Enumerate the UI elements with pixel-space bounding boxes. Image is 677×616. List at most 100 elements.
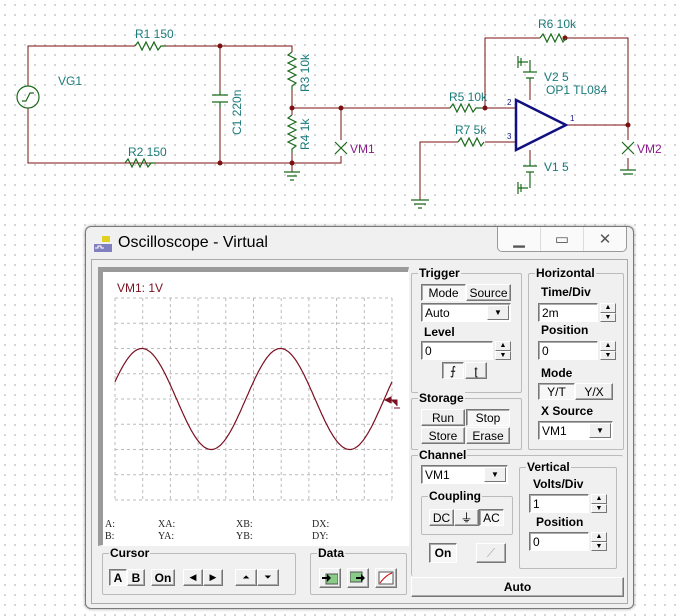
label-vg1: VG1 xyxy=(58,74,82,88)
readout-a: A: xyxy=(105,519,115,530)
coupling-dc-button[interactable]: DC xyxy=(429,509,454,526)
cursor-group: Cursor A B On ◀ ▶ ⏶ ⏷ xyxy=(102,546,296,595)
minimize-button[interactable]: ▁ xyxy=(498,227,541,251)
maximize-button[interactable]: ▭ xyxy=(541,227,584,251)
h-position-spinner[interactable]: ▲▼ xyxy=(600,341,616,360)
capacitor-c1 xyxy=(212,90,228,108)
resistor-r2 xyxy=(124,157,156,169)
h-position-label: Position xyxy=(541,323,589,337)
readout-xa: XA: xyxy=(158,519,176,530)
chevron-down-icon[interactable]: ▼ xyxy=(487,305,509,320)
voltmeters xyxy=(334,141,635,155)
label-c1: C1 220n xyxy=(230,90,244,135)
label-op1: OP1 TL084 xyxy=(546,83,607,97)
x-source-select[interactable]: VM1 ▼ xyxy=(538,421,613,440)
label-vm1: VM1 xyxy=(350,142,375,156)
trigger-level-spinner[interactable]: ▲▼ xyxy=(495,341,511,360)
cursor-left-button[interactable]: ◀ xyxy=(183,569,203,586)
channel-select[interactable]: VM1 ▼ xyxy=(421,465,508,484)
circuit-schematic: VG1 R1 150 R2 150 C1 220n R3 10k R4 1k R… xyxy=(16,17,662,209)
time-div-input[interactable]: 2m xyxy=(538,303,598,322)
export-data-button[interactable] xyxy=(347,568,369,588)
window-title: Oscilloscope - Virtual xyxy=(118,234,268,251)
rising-edge-button[interactable]: ⨍ xyxy=(442,362,464,379)
time-div-label: Time/Div xyxy=(541,285,591,299)
vertical-group: Vertical Volts/Div 1 ▲▼ Position 0 ▲▼ xyxy=(519,460,617,569)
opamp-op1 xyxy=(514,97,569,153)
import-icon xyxy=(322,573,338,585)
falling-edge-button[interactable]: ʈ xyxy=(465,362,487,379)
cursor-right-button[interactable]: ▶ xyxy=(203,569,223,586)
v-position-spinner[interactable]: ▲▼ xyxy=(591,532,607,551)
cursor-b-button[interactable]: B xyxy=(127,569,145,586)
cursor-down-button[interactable]: ⏷ xyxy=(257,569,279,586)
resistor-r4 xyxy=(286,114,298,153)
label-r3: R3 10k xyxy=(298,53,312,92)
store-button[interactable]: Store xyxy=(421,427,465,444)
cursor-up-button[interactable]: ⏶ xyxy=(235,569,257,586)
data-group: Data xyxy=(310,546,407,595)
horizontal-title: Horizontal xyxy=(535,266,596,280)
erase-button[interactable]: Erase xyxy=(466,427,510,444)
ground-marker-icon[interactable] xyxy=(383,396,400,409)
coupling-ac-button[interactable]: AC xyxy=(479,509,504,526)
coupling-title: Coupling xyxy=(428,489,482,503)
yx-mode-button[interactable]: Y/X xyxy=(575,383,613,400)
h-mode-label: Mode xyxy=(541,366,573,380)
readout-b: B: xyxy=(105,531,115,542)
time-div-spinner[interactable]: ▲▼ xyxy=(600,303,616,322)
readout-yb: YB: xyxy=(236,531,253,542)
coupling-gnd-button[interactable]: ⏚ xyxy=(454,509,479,526)
probe-button[interactable]: ⟋ xyxy=(476,543,506,563)
scope-display: VM1: 1V A: B: XA: YA: XB: YB: DX: DY: xyxy=(98,267,409,546)
close-button[interactable]: ✕ xyxy=(598,231,612,248)
resistor-r5 xyxy=(449,102,481,114)
import-data-button[interactable] xyxy=(319,568,341,588)
channel-on-button[interactable]: On xyxy=(429,543,457,563)
run-button[interactable]: Run xyxy=(421,409,465,426)
trigger-level-input[interactable]: 0 xyxy=(421,341,493,360)
cursor-title: Cursor xyxy=(109,546,151,560)
readout-xb: XB: xyxy=(236,519,253,530)
trigger-mode-button[interactable]: Mode xyxy=(421,284,466,301)
readout-dy: DY: xyxy=(312,531,329,542)
yt-mode-button[interactable]: Y/T xyxy=(538,383,575,400)
cursor-a-button[interactable]: A xyxy=(109,569,127,586)
cursor-on-button[interactable]: On xyxy=(151,569,175,586)
v-position-input[interactable]: 0 xyxy=(529,532,589,551)
label-r2: R2 150 xyxy=(128,145,167,159)
label-r1: R1 150 xyxy=(135,27,174,41)
pin-2: 2 xyxy=(507,98,512,107)
chevron-down-icon[interactable]: ▼ xyxy=(484,467,506,482)
junctions xyxy=(217,35,631,166)
trigger-group: Trigger Mode Source Auto▼ Level 0 ▲▼ ⨍ ʈ xyxy=(411,266,522,393)
channel-value: VM1 xyxy=(425,468,450,482)
scope-grid xyxy=(114,297,393,501)
stop-button[interactable]: Stop xyxy=(466,409,510,426)
trigger-source-button[interactable]: Source xyxy=(466,284,511,301)
vertical-title: Vertical xyxy=(526,460,571,474)
oscilloscope-window: Oscilloscope - Virtual ▁ ▭ ✕ VM1: 1V A: … xyxy=(85,226,634,609)
volts-div-input[interactable]: 1 xyxy=(529,494,589,513)
wires xyxy=(27,37,629,200)
volts-div-spinner[interactable]: ▲▼ xyxy=(591,494,607,513)
diagram-button[interactable] xyxy=(375,568,397,588)
auto-button[interactable]: Auto xyxy=(411,577,624,597)
volts-div-label: Volts/Div xyxy=(533,477,584,491)
probe-icon: ⟋ xyxy=(486,545,496,560)
resistor-r3 xyxy=(286,51,298,90)
readout-dx: DX: xyxy=(312,519,330,530)
x-source-value: VM1 xyxy=(542,424,567,438)
label-v2: V2 5 xyxy=(544,70,569,84)
label-r5: R5 10k xyxy=(449,90,488,104)
curve-icon xyxy=(378,571,394,585)
chevron-down-icon[interactable]: ▼ xyxy=(589,423,611,438)
signal-generator-vg1 xyxy=(16,85,40,109)
resistor-r1 xyxy=(134,40,166,52)
trigger-mode-select[interactable]: Auto▼ xyxy=(421,303,511,322)
trigger-title: Trigger xyxy=(418,266,461,280)
vm1-trace xyxy=(114,347,393,451)
trigger-level-label: Level xyxy=(424,325,455,339)
h-position-input[interactable]: 0 xyxy=(538,341,598,360)
channel-title: Channel xyxy=(418,448,468,462)
